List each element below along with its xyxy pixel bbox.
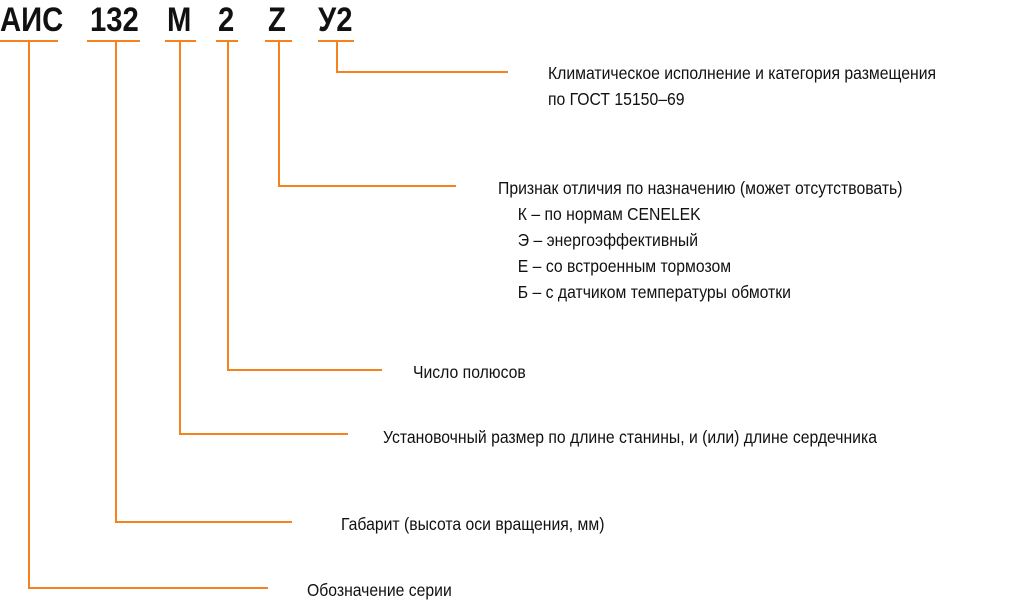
desc-feature-option: Е – со встроенным тормозом: [517, 256, 732, 276]
code-series: АИС: [0, 1, 64, 39]
desc-climate-line-2: по ГОСТ 15150–69: [548, 89, 685, 109]
desc-climate: Климатическое исполнение и категория раз…: [548, 60, 936, 112]
leader-frame: [115, 41, 292, 523]
desc-feature: Признак отличия по назначению (может отс…: [498, 175, 902, 305]
code-climate: У2: [318, 1, 353, 39]
code-frame: 132: [90, 1, 139, 39]
desc-feature-title: Признак отличия по назначению (может отс…: [498, 178, 903, 198]
desc-length: Установочный размер по длине станины, и …: [383, 427, 877, 447]
code-feature: Z: [268, 1, 286, 39]
desc-feature-option: Э – энергоэффективный: [517, 230, 699, 250]
leader-climate: [336, 41, 508, 73]
leader-length: [179, 41, 348, 435]
desc-frame: Габарит (высота оси вращения, мм): [341, 514, 605, 534]
desc-poles: Число полюсов: [413, 362, 526, 382]
leader-feature: [278, 41, 456, 187]
desc-climate-line-1: Климатическое исполнение и категория раз…: [548, 63, 937, 83]
desc-series: Обозначение серии: [307, 580, 452, 600]
desc-feature-option: Б – с датчиком температуры обмотки: [517, 282, 791, 302]
desc-feature-option: К – по нормам CENELEK: [517, 204, 701, 224]
leader-series: [28, 41, 268, 589]
code-poles: 2: [218, 1, 235, 39]
code-length: M: [167, 1, 192, 39]
leader-poles: [227, 41, 382, 371]
